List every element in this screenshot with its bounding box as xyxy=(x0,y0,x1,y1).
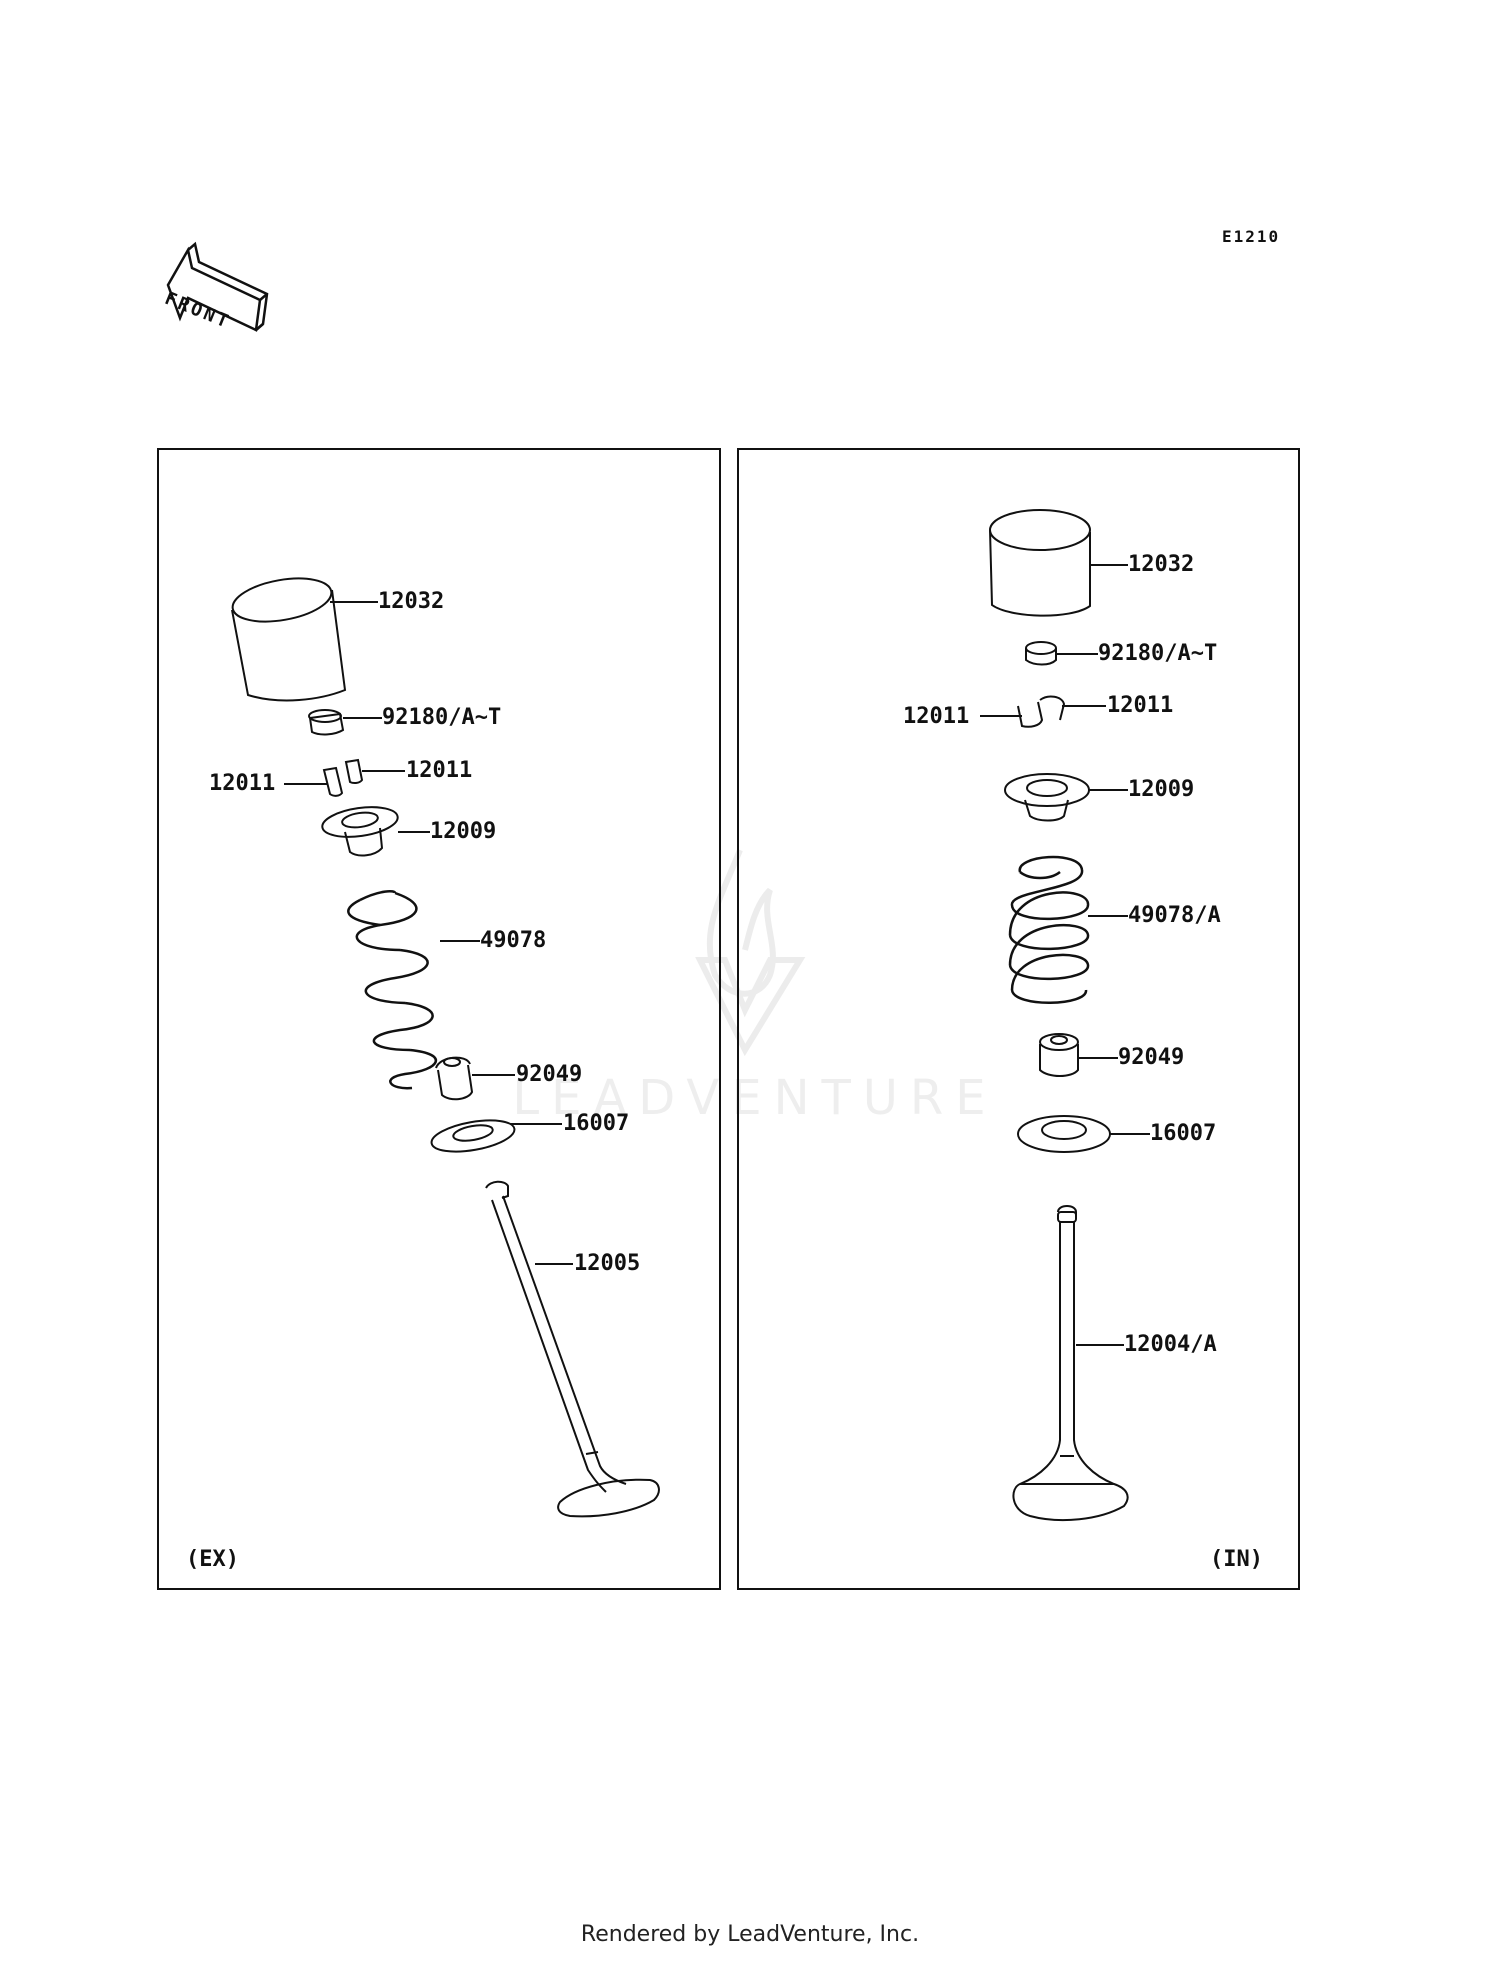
watermark-logo xyxy=(695,848,806,1057)
ex-valve-drawing xyxy=(485,1180,660,1518)
ex-spring-seat-drawing xyxy=(430,1119,516,1153)
in-spring-seat-drawing xyxy=(1017,1115,1111,1153)
in-shim-label: 92180/A~T xyxy=(1098,641,1218,666)
ex-spring-label: 49078 xyxy=(480,928,547,953)
ex-stem-seal-label: 92049 xyxy=(516,1062,583,1087)
watermark-text: LEADVENTURE xyxy=(512,1070,998,1126)
ex-stem-seal-drawing xyxy=(435,1056,474,1101)
in-stem-seal-label: 92049 xyxy=(1118,1045,1185,1070)
ex-retainer-label: 12009 xyxy=(430,819,497,844)
exhaust-panel-frame xyxy=(157,448,721,1590)
in-tappet-label: 12032 xyxy=(1128,552,1195,577)
ex-valve-label: 12005 xyxy=(574,1251,641,1276)
in-panel-tag: (IN) xyxy=(1210,1547,1263,1572)
in-tappet-drawing xyxy=(989,509,1091,617)
ex-tappet-drawing xyxy=(231,577,347,702)
in-retainer-label: 12009 xyxy=(1128,777,1195,802)
ex-spring-drawing xyxy=(347,890,437,1090)
in-valve-label: 12004/A xyxy=(1124,1332,1217,1357)
in-retainer-drawing xyxy=(1004,773,1090,822)
ex-cotter-left-label: 12011 xyxy=(209,771,276,796)
in-cotter-left-label: 12011 xyxy=(903,704,970,729)
ex-shim-label: 92180/A~T xyxy=(382,705,502,730)
ex-tappet-label: 12032 xyxy=(378,589,445,614)
in-shim-drawing xyxy=(1025,641,1057,666)
ex-retainer-drawing xyxy=(321,806,399,857)
ex-cotters-drawing xyxy=(322,758,364,797)
footer-credit: Rendered by LeadVenture, Inc. xyxy=(580,1922,920,1947)
in-spring-label: 49078/A xyxy=(1128,903,1221,928)
ex-spring-seat-label: 16007 xyxy=(563,1111,630,1136)
in-cotters-drawing xyxy=(1017,695,1066,728)
in-spring-drawing xyxy=(1008,855,1090,1004)
ex-panel-tag: (EX) xyxy=(186,1547,239,1572)
ex-shim-drawing xyxy=(308,709,345,736)
in-cotter-right-label: 12011 xyxy=(1107,693,1174,718)
in-spring-seat-label: 16007 xyxy=(1150,1121,1217,1146)
in-stem-seal-drawing xyxy=(1039,1033,1079,1077)
diagram-code: E1210 xyxy=(1222,227,1281,246)
front-arrow xyxy=(166,241,269,332)
in-valve-drawing xyxy=(1012,1205,1129,1522)
intake-panel-frame xyxy=(737,448,1300,1590)
ex-cotter-right-label: 12011 xyxy=(406,758,473,783)
